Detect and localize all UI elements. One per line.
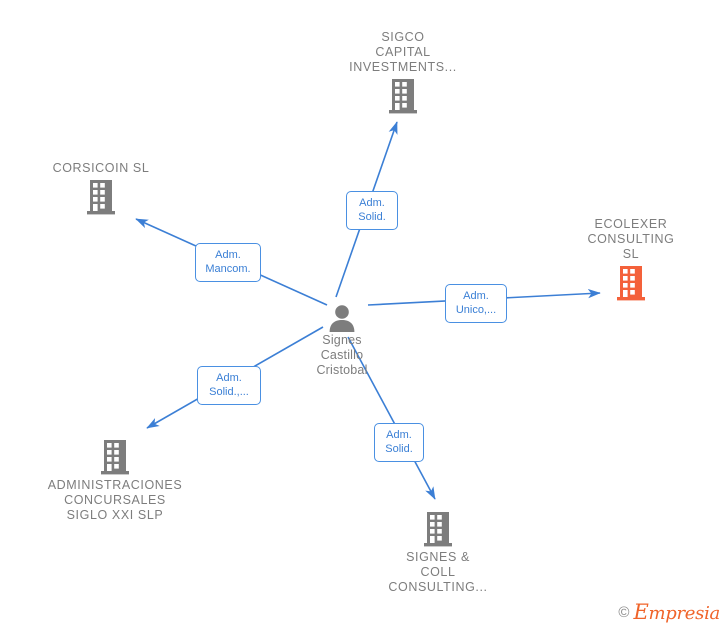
node-label-administraciones: ADMINISTRACIONES CONCURSALES SIGLO XXI S… bbox=[47, 478, 183, 522]
building-icon bbox=[363, 508, 513, 550]
copyright-icon: © bbox=[618, 603, 630, 621]
edge-person-to-signes-coll bbox=[347, 336, 436, 500]
building-icon bbox=[328, 75, 478, 117]
brand-initial: E bbox=[633, 600, 649, 624]
edge-label-person-to-corsicoin[interactable]: Adm. Mancom. bbox=[195, 243, 261, 282]
empresia-watermark: © Empresia bbox=[618, 600, 720, 624]
node-person[interactable]: Signes Castillo Cristobal bbox=[267, 303, 417, 378]
node-corsicoin[interactable]: CORSICOIN SL bbox=[26, 161, 176, 218]
building-icon bbox=[26, 176, 176, 218]
edge-label-person-to-signes-coll[interactable]: Adm. Solid. bbox=[374, 423, 424, 462]
node-administraciones[interactable]: ADMINISTRACIONES CONCURSALES SIGLO XXI S… bbox=[40, 436, 190, 523]
node-signes-coll[interactable]: SIGNES & COLL CONSULTING... bbox=[363, 508, 513, 595]
node-ecolexer[interactable]: ECOLEXER CONSULTING SL bbox=[556, 217, 706, 304]
node-label-signes-coll: SIGNES & COLL CONSULTING... bbox=[388, 550, 488, 594]
edge-label-person-to-administraciones[interactable]: Adm. Solid.,... bbox=[197, 366, 261, 405]
edge-label-person-to-ecolexer[interactable]: Adm. Unico,... bbox=[445, 284, 507, 323]
node-label-sigco: SIGCO CAPITAL INVESTMENTS... bbox=[349, 30, 457, 74]
building-icon-highlight bbox=[556, 262, 706, 304]
building-icon bbox=[40, 436, 190, 478]
node-sigco[interactable]: SIGCO CAPITAL INVESTMENTS... bbox=[328, 30, 478, 117]
brand-wordmark: Empresia bbox=[633, 600, 720, 624]
node-label-person: Signes Castillo Cristobal bbox=[316, 333, 368, 377]
edge-label-person-to-sigco[interactable]: Adm. Solid. bbox=[346, 191, 398, 230]
brand-rest: mpresia bbox=[648, 603, 721, 624]
node-label-corsicoin: CORSICOIN SL bbox=[52, 161, 150, 175]
person-icon bbox=[267, 303, 417, 333]
node-label-ecolexer: ECOLEXER CONSULTING SL bbox=[587, 217, 675, 261]
